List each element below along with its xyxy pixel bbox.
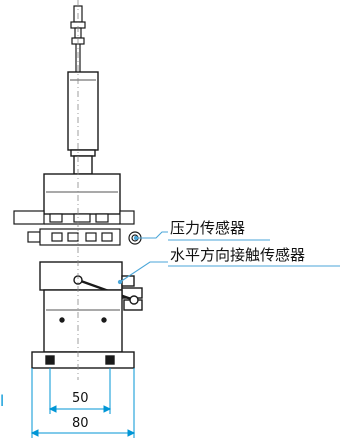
lower-body	[43, 289, 123, 353]
dimension-50-label: 50	[72, 391, 89, 406]
upper-cylinder	[67, 71, 99, 175]
shaft	[75, 44, 81, 72]
horizontal-contact-sensor-label: 水平方向接触传感器	[170, 246, 306, 264]
dimension-lines	[30, 368, 136, 438]
edge-mark: l	[0, 392, 5, 410]
pressure-sensor	[13, 210, 135, 225]
base-plate	[31, 351, 135, 369]
main-body	[43, 173, 121, 215]
leader-lines	[117, 231, 168, 285]
pressure-sensor-label: 压力传感器	[170, 219, 246, 237]
horizontal-contact-sensor	[39, 261, 143, 311]
dimension-80-label: 80	[72, 416, 89, 431]
adjustment-row	[27, 228, 142, 246]
top-knob	[70, 5, 86, 45]
